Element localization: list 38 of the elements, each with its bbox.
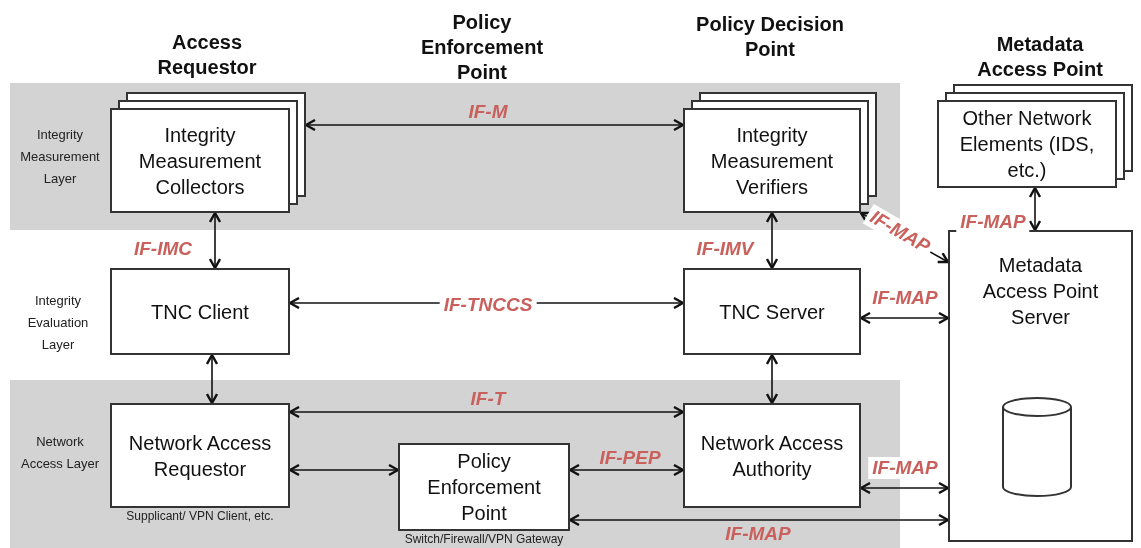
stacked-component-box xyxy=(110,92,306,213)
column-heading: Policy Decision Point xyxy=(695,12,845,62)
component-box xyxy=(110,268,290,355)
column-heading: Metadata Access Point xyxy=(976,32,1104,82)
node-note: Switch/Firewall/VPN Gateway xyxy=(403,532,565,546)
connector-arrow xyxy=(288,463,400,477)
connector-arrow xyxy=(1028,186,1042,232)
node-note: Supplicant/ VPN Client, etc. xyxy=(125,509,275,523)
component-box xyxy=(683,268,861,355)
component-box xyxy=(683,403,861,508)
node-label: TNC Client xyxy=(150,299,250,325)
connector-arrow xyxy=(765,353,779,405)
server-box xyxy=(948,230,1133,542)
column-heading: Access Requestor xyxy=(156,30,258,80)
node-label: Network Access Authority xyxy=(699,430,845,482)
database-cylinder xyxy=(1002,397,1072,497)
node-label: Network Access Requestor xyxy=(127,430,273,482)
layer-label: Integrity Evaluation Layer xyxy=(26,292,90,354)
layer-label: Integrity Measurement Layer xyxy=(19,125,101,188)
connector-arrow xyxy=(304,118,685,132)
node-label: Metadata Access Point Server xyxy=(981,253,1100,330)
node-label: Integrity Measurement Verifiers xyxy=(709,122,835,200)
stacked-component-box xyxy=(683,92,877,213)
column-heading: Policy Enforcement Point xyxy=(419,10,545,85)
connector-arrow xyxy=(205,353,219,405)
connector-arrow xyxy=(859,481,950,495)
node-label: Integrity Measurement Collectors xyxy=(137,122,263,200)
node-label: TNC Server xyxy=(718,299,826,325)
layer-label: Network Access Layer xyxy=(19,433,100,473)
node-label: Other Network Elements (IDS, etc.) xyxy=(958,106,1096,183)
connector-arrow xyxy=(208,211,222,270)
connector-arrow xyxy=(288,405,685,419)
connector-arrow xyxy=(859,311,950,325)
connector-arrow xyxy=(568,513,950,527)
node-label: Policy Enforcement Point xyxy=(426,449,542,526)
connector-arrow xyxy=(568,463,685,477)
connector-arrow xyxy=(765,211,779,270)
stacked-component-box xyxy=(937,84,1133,188)
